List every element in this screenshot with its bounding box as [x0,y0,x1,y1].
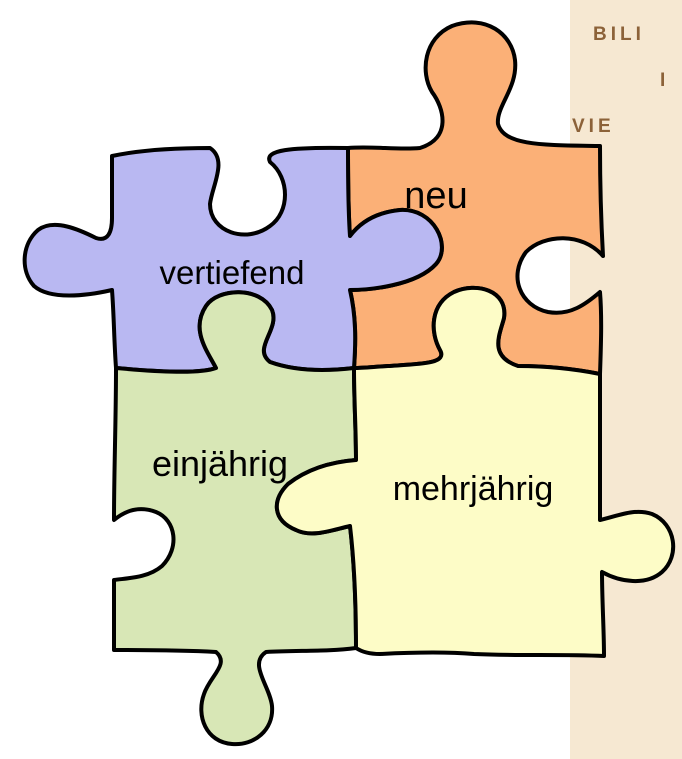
puzzle-piece-mehrjahrig [274,285,676,658]
puzzle-label-mehrjahrig: mehrjährig [393,470,554,508]
puzzle-label-vertiefend: vertiefend [160,254,305,291]
puzzle-piece-einjahrig [111,290,358,747]
side-panel-heading-line-1: BILI [593,24,645,45]
puzzle-label-einjahrig: einjährig [152,443,288,484]
side-panel-heading-line-2: I [660,70,670,91]
side-panel-heading-line-3: VIE [572,116,615,137]
puzzle-label-neu: neu [404,175,467,217]
